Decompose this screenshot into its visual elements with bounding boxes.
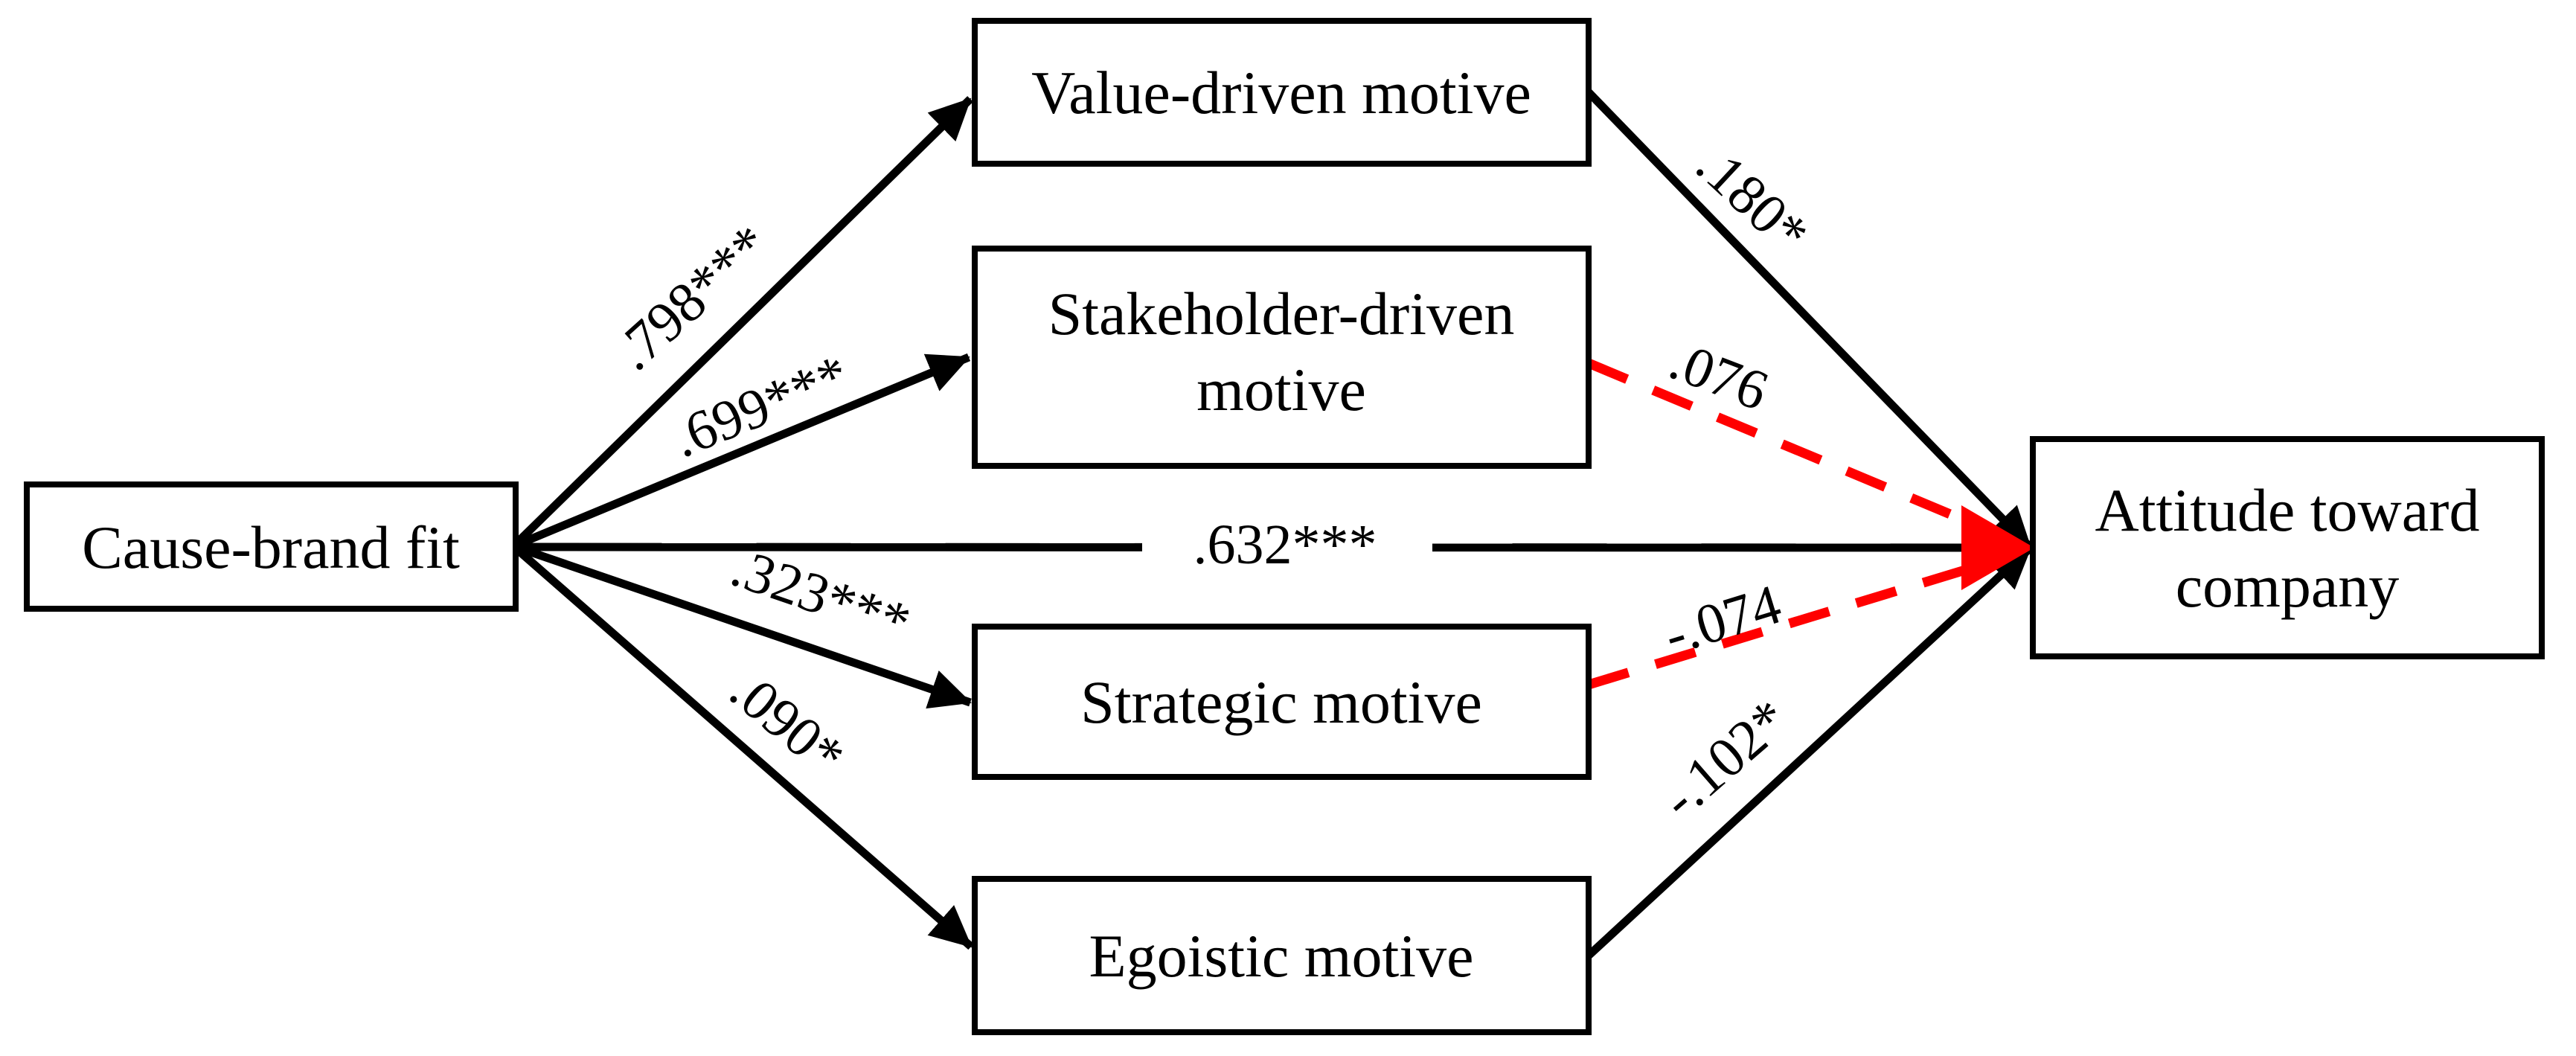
coefficient-value-to-attitude: .180* xyxy=(1685,133,1820,266)
path-strategic-to-attitude-line xyxy=(1587,551,2011,690)
coefficient-fit-to-stakeholder: .699*** xyxy=(664,343,857,470)
strategic-motive-label: Strategic motive xyxy=(1080,668,1482,736)
stakeholder-driven-motive-label-line1: Stakeholder-driven xyxy=(1048,280,1515,348)
path-fit-to-egoistic-line xyxy=(510,543,974,950)
attitude-toward-company-label-line2: company xyxy=(2176,552,2400,620)
node-egoistic-motive xyxy=(972,876,1592,1035)
value-driven-motive-label: Value-driven motive xyxy=(1031,59,1531,127)
coefficient-strategic-to-attitude: -.074 xyxy=(1657,573,1788,668)
coefficient-egoistic-to-attitude: -.102* xyxy=(1649,688,1800,831)
node-cause-brand-fit xyxy=(24,481,519,612)
path-egoistic-to-attitude-line xyxy=(1586,544,2034,959)
path-value-to-attitude-line xyxy=(1586,89,2034,551)
coefficient-fit-to-value: .798*** xyxy=(603,213,781,383)
coefficient-fit-to-strategic: .323*** xyxy=(724,536,918,655)
node-strategic-motive xyxy=(972,624,1592,780)
path-fit-to-value-line xyxy=(510,96,973,549)
path-fit-to-stakeholder-line xyxy=(511,353,971,551)
node-attitude-toward-company xyxy=(2030,436,2545,659)
path-stakeholder-to-attitude-line xyxy=(1586,359,2011,543)
coefficient-fit-to-attitude-backdrop xyxy=(1142,497,1432,591)
node-stakeholder-driven-motive xyxy=(972,246,1592,469)
coefficient-stakeholder-to-attitude: .076 xyxy=(1662,329,1776,423)
node-value-driven-motive xyxy=(972,18,1592,167)
red-arrowhead-icon xyxy=(1961,505,2034,590)
cause-brand-fit-label: Cause-brand fit xyxy=(82,513,460,581)
path-fit-to-strategic-line xyxy=(512,542,972,709)
stakeholder-driven-motive-label-line2: motive xyxy=(1196,356,1366,423)
egoistic-motive-label: Egoistic motive xyxy=(1089,922,1474,990)
coefficient-fit-to-attitude: .632*** xyxy=(1194,513,1377,576)
attitude-toward-company-label-line1: Attitude toward xyxy=(2095,476,2480,544)
coefficient-fit-to-egoistic: .090* xyxy=(719,659,856,788)
